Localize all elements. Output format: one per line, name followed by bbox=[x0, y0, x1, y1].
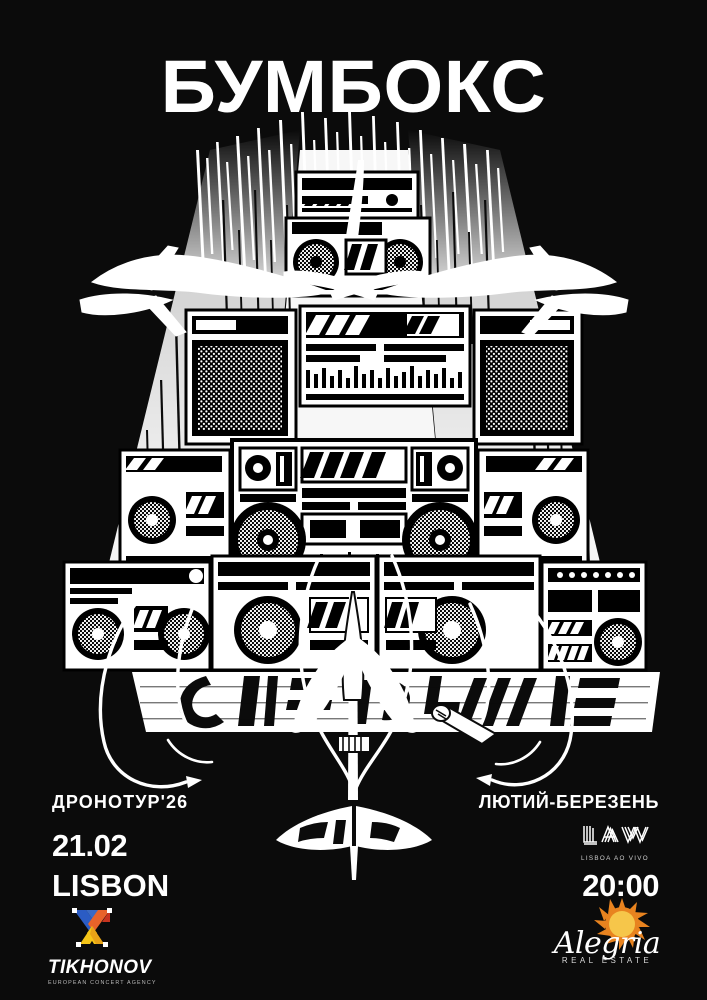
promoter-name: TIKHONOV bbox=[48, 957, 152, 978]
lav-monogram-icon bbox=[571, 823, 659, 854]
tikhonov-x-mark-icon bbox=[70, 906, 180, 955]
poster-details: ДРОНОТУР'26 ЛЮТИЙ-БЕРЕЗЕНЬ 21.02 LISBON … bbox=[0, 780, 707, 1000]
event-date: 21.02 bbox=[52, 828, 128, 863]
partner-tagline: REAL ESTATE bbox=[561, 956, 653, 965]
event-city: LISBON bbox=[52, 868, 170, 903]
promoter-tagline: EUROPEAN CONCERT AGENCY bbox=[48, 980, 157, 986]
tour-name: ДРОНОТУР'26 bbox=[52, 792, 189, 812]
partner-logo: Alegria REAL ESTATE bbox=[545, 898, 669, 974]
promoter-logo: TIKHONOV EUROPEAN CONCERT AGENCY bbox=[48, 906, 180, 986]
venue-logo: LISBOA AO VIVO bbox=[571, 823, 659, 862]
page-title: БУМБОКС bbox=[160, 45, 547, 128]
venue-name: LISBOA AO VIVO bbox=[581, 855, 649, 862]
poster-title-container: БУМБОКС bbox=[0, 45, 707, 128]
tour-months: ЛЮТИЙ-БЕРЕЗЕНЬ bbox=[478, 792, 659, 812]
